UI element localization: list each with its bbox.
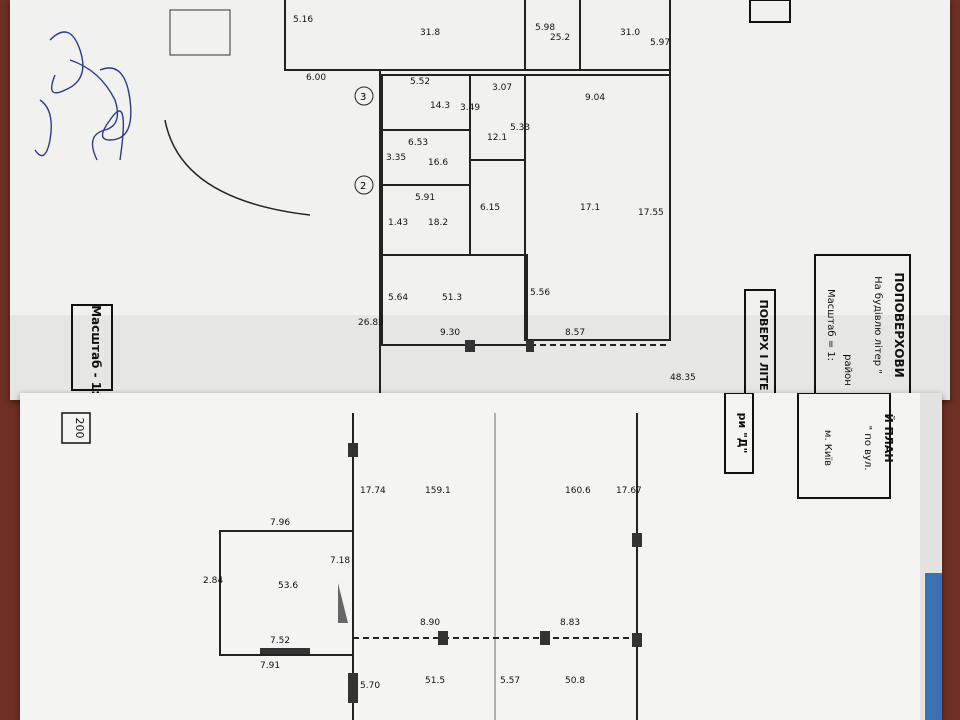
svg-text:2: 2 bbox=[360, 181, 366, 192]
dim-label: 26.85 bbox=[358, 318, 384, 328]
room-area: 53.6 bbox=[278, 581, 298, 591]
dim-label: 7.18 bbox=[330, 556, 350, 566]
dim-label: 2.84 bbox=[203, 576, 223, 586]
dim-label: 3.35 bbox=[386, 153, 406, 163]
dim-label: 5.97 bbox=[650, 38, 670, 48]
floor-label-bottom: ри "Д" bbox=[736, 413, 749, 454]
svg-text:Масштаб = 1:: Масштаб = 1: bbox=[825, 289, 836, 361]
dim-label: 5.98 bbox=[535, 23, 555, 33]
dim-label: 3.49 bbox=[460, 103, 480, 113]
dim-label: 7.52 bbox=[270, 636, 290, 646]
svg-text:" по вул.: " по вул. bbox=[862, 426, 873, 471]
bottom-title-block: Й ПЛАН " по вул. м. Київ bbox=[822, 413, 895, 470]
room-area: 50.8 bbox=[565, 676, 585, 686]
dim-label: 7.96 bbox=[270, 518, 290, 528]
room-area: 159.1 bbox=[425, 486, 451, 496]
dim-label: 17.74 bbox=[360, 486, 386, 496]
top-floor-plan-sheet: 5.16 6.00 5.52 3.07 3.49 5.98 9.04 5.97 … bbox=[10, 0, 950, 400]
room-area: 160.6 bbox=[565, 486, 591, 496]
svg-text:3: 3 bbox=[360, 92, 366, 103]
dim-label: 5.16 bbox=[293, 15, 313, 25]
dim-label: 6.00 bbox=[306, 73, 326, 83]
room-marker: 2 bbox=[354, 175, 374, 195]
dim-label: 48.35 bbox=[670, 373, 696, 383]
room-marker: 3 bbox=[354, 86, 374, 106]
room-area: 31.8 bbox=[420, 28, 440, 38]
dim-label: 6.53 bbox=[408, 138, 428, 148]
room-area: 51.5 bbox=[425, 676, 445, 686]
dim-label: 5.91 bbox=[415, 193, 435, 203]
top-title-block: ПОПОВЕРХОВИ На будівлю літер " район Мас… bbox=[825, 272, 906, 385]
dim-label: 17.55 bbox=[638, 208, 664, 218]
top-room-areas: 31.8 14.3 12.1 16.6 18.2 51.3 17.1 31.0 … bbox=[420, 28, 640, 303]
room-area: 14.3 bbox=[430, 101, 450, 111]
signature-stamp bbox=[34, 31, 132, 161]
dim-label: 5.33 bbox=[510, 123, 530, 133]
svg-text:м. Київ: м. Київ bbox=[822, 430, 833, 466]
dim-label: 8.90 bbox=[420, 618, 440, 628]
room-area: 16.6 bbox=[428, 158, 448, 168]
floor-label: ПОВЕРХ І ЛІТЕ bbox=[757, 300, 770, 391]
room-area: 17.1 bbox=[580, 203, 600, 213]
svg-text:Й ПЛАН: Й ПЛАН bbox=[882, 413, 895, 462]
top-dimension-labels: 5.16 6.00 5.52 3.07 3.49 5.98 9.04 5.97 … bbox=[293, 15, 696, 383]
page-number: 200 bbox=[73, 418, 86, 439]
dim-label: 5.56 bbox=[530, 288, 550, 298]
dim-label: 9.04 bbox=[585, 93, 605, 103]
bottom-dimension-labels: 7.96 2.84 7.52 7.91 5.70 8.90 8.83 17.74… bbox=[203, 486, 642, 691]
svg-text:район: район bbox=[842, 354, 853, 386]
dim-label: 5.52 bbox=[410, 77, 430, 87]
bottom-room-areas: 53.6 159.1 160.6 51.5 50.8 bbox=[278, 486, 591, 686]
dim-label: 5.57 bbox=[500, 676, 520, 686]
bottom-floor-plan-sheet: 200 7.96 2.84 7.52 7.91 5.70 8.90 8.83 1… bbox=[20, 393, 942, 720]
dim-label: 8.83 bbox=[560, 618, 580, 628]
dim-label: 5.64 bbox=[388, 293, 408, 303]
dim-label: 17.67 bbox=[616, 486, 642, 496]
room-area: 25.2 bbox=[550, 33, 570, 43]
svg-text:ПОПОВЕРХОВИ: ПОПОВЕРХОВИ bbox=[892, 272, 906, 377]
dim-label: 8.57 bbox=[565, 328, 585, 338]
dim-label: 1.43 bbox=[388, 218, 408, 228]
room-area: 12.1 bbox=[487, 133, 507, 143]
dim-label: 7.91 bbox=[260, 661, 280, 671]
room-area: 18.2 bbox=[428, 218, 448, 228]
room-area: 51.3 bbox=[442, 293, 462, 303]
dim-label: 3.07 bbox=[492, 83, 512, 93]
room-area: 31.0 bbox=[620, 28, 640, 38]
dim-label: 6.15 bbox=[480, 203, 500, 213]
dim-label: 5.70 bbox=[360, 681, 380, 691]
dim-label: 9.30 bbox=[440, 328, 460, 338]
svg-text:На будівлю літер ": На будівлю літер " bbox=[872, 276, 884, 374]
scale-label: Масштаб - 1: bbox=[89, 305, 103, 395]
